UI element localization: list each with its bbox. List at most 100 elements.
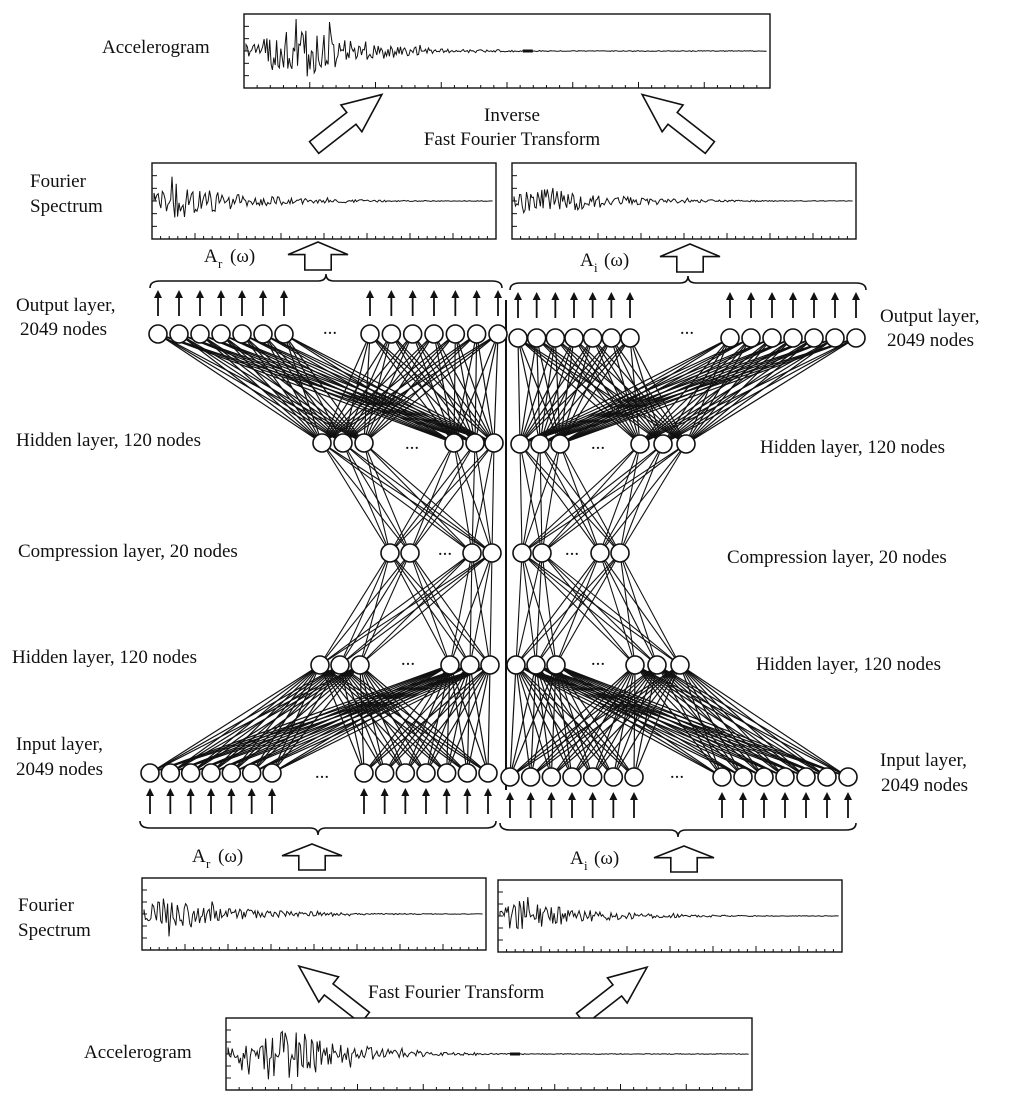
neuron-node bbox=[838, 767, 858, 787]
arrow-head bbox=[607, 292, 616, 300]
connection-line bbox=[550, 664, 658, 778]
connection-line bbox=[321, 333, 499, 444]
neuron-node bbox=[211, 324, 231, 344]
connection-line bbox=[519, 337, 836, 445]
neuron-node bbox=[400, 543, 420, 563]
connection-line bbox=[449, 552, 493, 666]
block-arrow-encoder-real bbox=[281, 843, 343, 871]
svg-text:r: r bbox=[206, 856, 211, 871]
neuron-node bbox=[754, 767, 774, 787]
neuron-node bbox=[796, 767, 816, 787]
connection-line bbox=[359, 664, 386, 774]
connection-line bbox=[178, 333, 455, 444]
neuron-node bbox=[482, 543, 502, 563]
output-layer-left-label-line2: 2049 nodes bbox=[20, 319, 107, 340]
connection-line bbox=[271, 664, 361, 774]
connection-line bbox=[550, 664, 681, 778]
connection-line bbox=[633, 664, 636, 778]
edges-compression-hidden-bottom-left bbox=[319, 552, 493, 666]
connection-line bbox=[571, 664, 681, 778]
connection-line bbox=[521, 552, 681, 666]
arrow-head bbox=[831, 292, 839, 300]
connection-line bbox=[363, 333, 499, 444]
ifft-label-line1: Inverse bbox=[484, 105, 540, 126]
neuron-node bbox=[180, 763, 201, 783]
neuron-node bbox=[846, 328, 866, 348]
connection-line bbox=[509, 664, 537, 778]
connection-line bbox=[519, 337, 773, 445]
connection-line bbox=[509, 664, 658, 778]
arrow-head bbox=[739, 792, 747, 800]
neuron-node bbox=[601, 328, 622, 348]
output-layer-left-nodes bbox=[148, 324, 508, 344]
edges-hidden-compression-top-left bbox=[321, 442, 495, 554]
neuron-node bbox=[148, 324, 168, 344]
top-accelerogram-label: Accelerogram bbox=[102, 37, 210, 58]
connection-line bbox=[521, 552, 658, 666]
arrow-head bbox=[463, 788, 472, 796]
connection-line bbox=[592, 664, 658, 778]
neuron-node bbox=[445, 324, 466, 344]
neuron-node bbox=[140, 763, 160, 783]
connection-line bbox=[554, 337, 687, 445]
connection-line bbox=[656, 664, 849, 778]
connection-line bbox=[321, 333, 456, 444]
svg-text:i: i bbox=[584, 858, 588, 873]
input-arrows bbox=[146, 788, 852, 818]
hidden-top-right-label: Hidden layer, 120 nodes bbox=[760, 437, 945, 458]
connection-line bbox=[199, 333, 455, 444]
arrow-head bbox=[568, 792, 576, 800]
connection-line bbox=[555, 664, 723, 778]
connection-line bbox=[536, 337, 541, 445]
connection-line bbox=[321, 333, 414, 444]
input-layer-left-label-line2: 2049 nodes bbox=[16, 759, 103, 780]
connection-line bbox=[519, 337, 538, 445]
neuron-node bbox=[169, 324, 189, 344]
arrow-head bbox=[484, 788, 492, 796]
connection-line bbox=[521, 443, 541, 554]
ellipsis-output-left: ... bbox=[323, 318, 337, 339]
connection-line bbox=[541, 552, 681, 666]
arrow-head bbox=[570, 292, 578, 300]
connection-line bbox=[559, 443, 601, 554]
neuron-node bbox=[484, 433, 504, 453]
decoder-spectrum-label-line1: Fourier bbox=[30, 171, 87, 192]
arrow-head bbox=[823, 792, 831, 800]
connection-line bbox=[433, 333, 495, 444]
neuron-node bbox=[590, 543, 610, 563]
output-layer-right-label-line2: 2049 nodes bbox=[887, 330, 974, 351]
arrow-head bbox=[422, 788, 430, 796]
connection-line bbox=[474, 333, 499, 444]
neuron-node bbox=[241, 763, 262, 783]
neuron-node bbox=[603, 767, 624, 787]
edges-compression-hidden-bottom-right bbox=[515, 552, 681, 666]
neuron-node bbox=[817, 767, 837, 787]
neuron-node bbox=[354, 763, 374, 783]
connection-line bbox=[685, 337, 752, 445]
neuron-node bbox=[550, 434, 570, 454]
connection-line bbox=[662, 337, 857, 445]
connection-line bbox=[390, 333, 455, 444]
connection-line bbox=[519, 337, 752, 445]
neuron-node bbox=[582, 767, 603, 787]
plot-ticks bbox=[226, 1029, 740, 1090]
connection-line bbox=[321, 442, 391, 554]
arrow-head bbox=[726, 292, 734, 300]
connection-line bbox=[656, 664, 744, 778]
connection-line bbox=[521, 443, 641, 554]
connection-line bbox=[321, 333, 435, 444]
plot-ticks bbox=[498, 891, 834, 952]
arrow-head bbox=[146, 788, 154, 796]
connection-line bbox=[519, 337, 556, 445]
connection-line bbox=[319, 552, 411, 666]
signal-plots bbox=[141, 13, 857, 1091]
connection-line bbox=[519, 337, 631, 445]
connection-line bbox=[619, 443, 687, 554]
connection-line bbox=[612, 664, 681, 778]
neuron-node bbox=[630, 434, 650, 454]
brace-input-right bbox=[499, 822, 857, 838]
compression-right-nodes bbox=[512, 543, 630, 563]
arrow-head bbox=[186, 788, 195, 796]
connection-line bbox=[521, 443, 561, 554]
encoder-spectrum-real-plot bbox=[141, 877, 487, 951]
